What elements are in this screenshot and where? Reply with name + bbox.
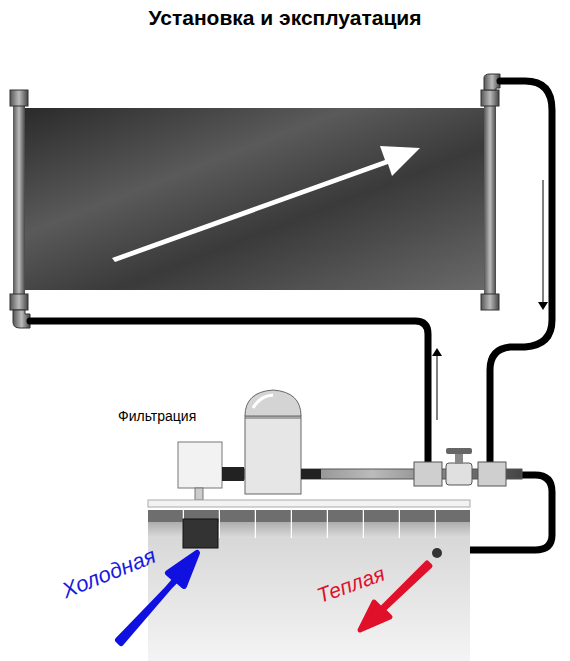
filter-box — [178, 442, 222, 488]
tee-fitting — [414, 462, 442, 486]
tee-fitting — [478, 462, 506, 486]
flow-direction — [437, 352, 438, 420]
cold-water-label: Холодная — [58, 543, 159, 604]
flow-direction — [543, 180, 544, 306]
header-pipe — [13, 92, 25, 308]
return-inlet — [432, 548, 442, 558]
skimmer — [183, 519, 218, 548]
filter-tank — [245, 416, 301, 494]
header-pipe — [484, 92, 496, 308]
diagram-title: Установка и эксплуатация — [0, 6, 570, 30]
solar-panel — [20, 108, 490, 290]
filter-label: Фильтрация — [118, 408, 196, 424]
flow-arrow — [112, 146, 420, 262]
valve — [446, 463, 472, 485]
hose — [30, 81, 552, 550]
pool-coping — [148, 500, 470, 507]
